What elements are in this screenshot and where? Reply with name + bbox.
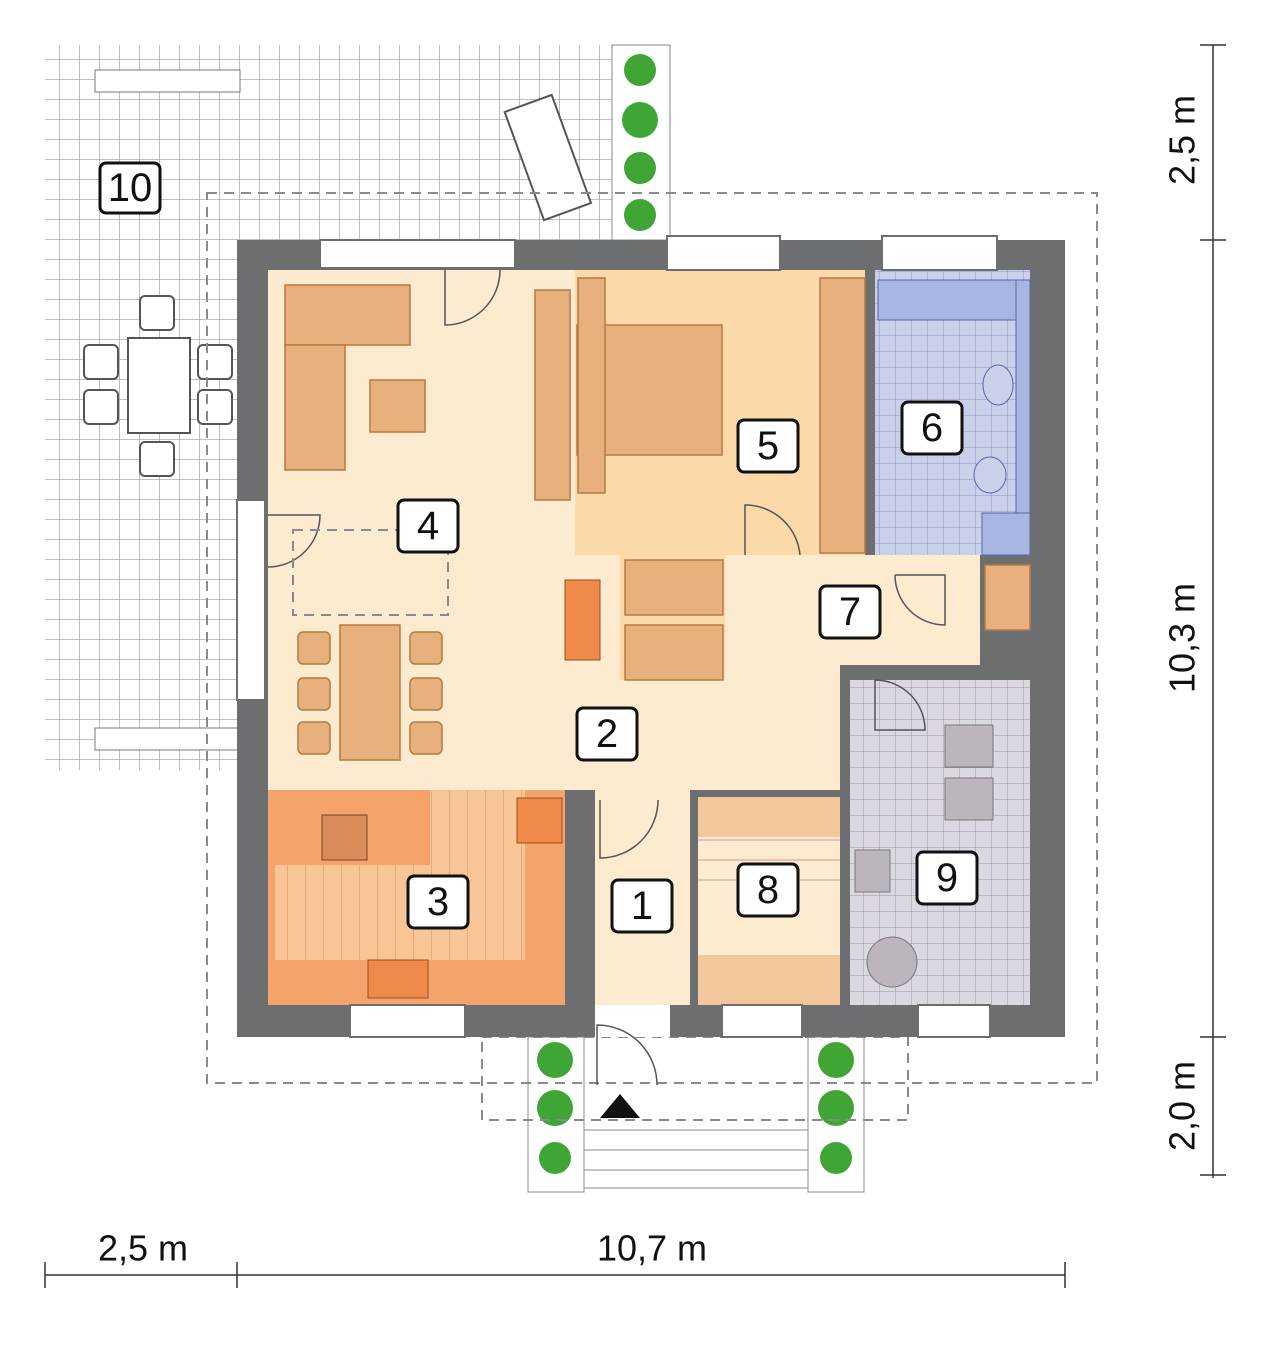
room-number: 6 xyxy=(921,406,943,450)
room-label-3: 3 xyxy=(406,874,470,930)
dimension-label: 10,7 m xyxy=(597,1228,707,1269)
room-number: 9 xyxy=(936,856,958,900)
room-number: 2 xyxy=(596,712,618,756)
room-number: 7 xyxy=(839,590,861,634)
roof-outline xyxy=(206,192,1098,1084)
dimension-label: 2,0 m xyxy=(1162,1061,1203,1151)
room-number: 1 xyxy=(631,884,653,928)
furniture xyxy=(284,277,1031,999)
room-label-7: 7 xyxy=(818,584,882,640)
room-label-1: 1 xyxy=(610,878,674,934)
room-number: 10 xyxy=(108,166,153,210)
terrace-table xyxy=(127,337,191,434)
room-label-6: 6 xyxy=(900,400,964,456)
dimension-bottom xyxy=(44,1262,1066,1288)
room-number: 3 xyxy=(427,880,449,924)
dimension-label: 2,5 m xyxy=(98,1228,188,1269)
room-number: 4 xyxy=(417,504,439,548)
dimension-label: 2,5 m xyxy=(1162,95,1203,185)
room-label-10: 10 xyxy=(98,161,162,215)
room-number: 8 xyxy=(757,868,779,912)
dimension-label: 10,3 m xyxy=(1162,583,1203,693)
room-label-2: 2 xyxy=(575,706,639,762)
room-label-5: 5 xyxy=(736,418,800,474)
entrance-arrow-icon xyxy=(600,1094,640,1118)
plant-icon xyxy=(527,44,865,1193)
room-label-9: 9 xyxy=(915,850,979,906)
room-label-8: 8 xyxy=(736,862,800,918)
room-number: 5 xyxy=(757,424,779,468)
dimension-right xyxy=(1200,44,1226,1178)
room-label-4: 4 xyxy=(396,498,460,554)
